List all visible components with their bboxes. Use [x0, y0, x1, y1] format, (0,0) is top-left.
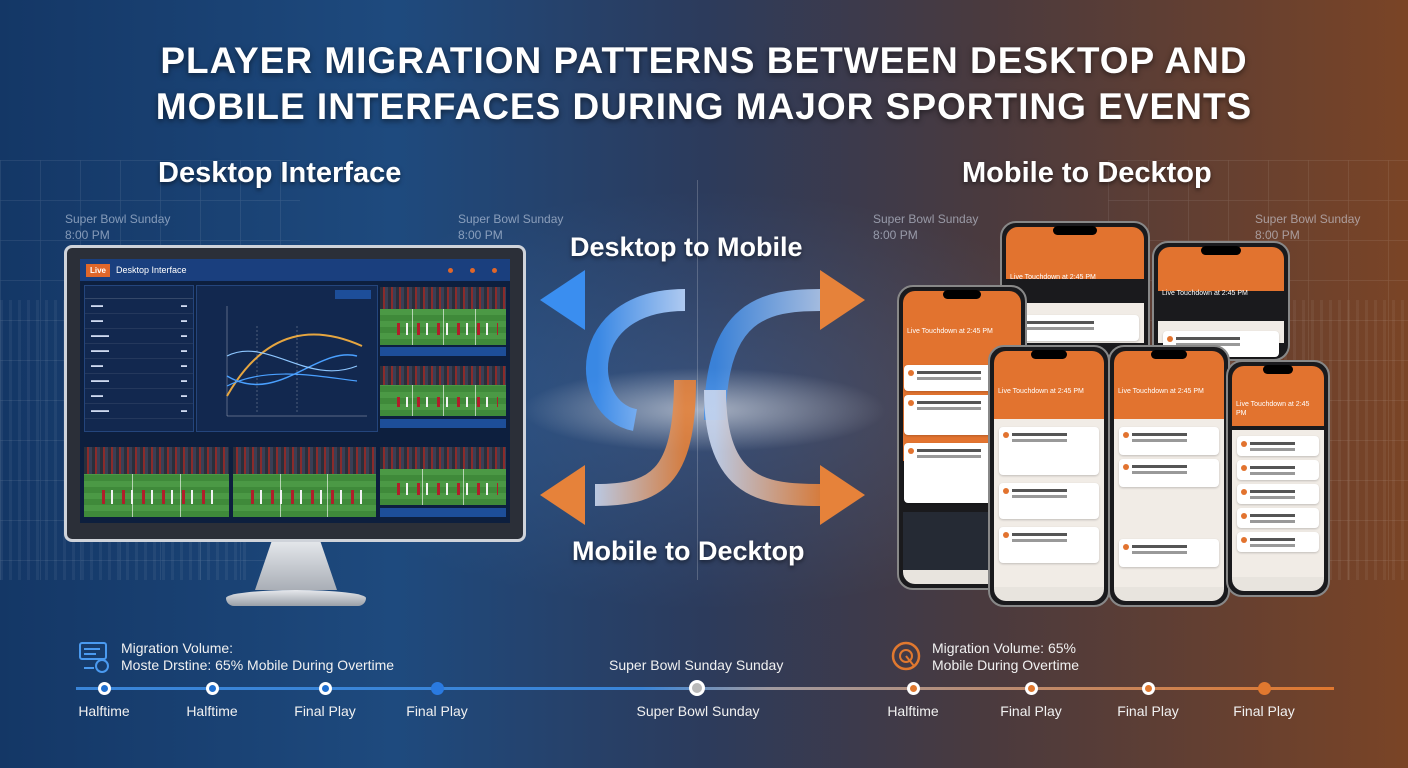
- stats-row: ▬▬▬: [85, 314, 193, 329]
- game-video-3[interactable]: [84, 447, 229, 517]
- timeline-label: Final Play: [1000, 703, 1062, 719]
- arrowhead-blue-left: [540, 270, 585, 330]
- arrowhead-orange-right: [820, 270, 865, 330]
- desktop-to-mobile-label: Desktop to Mobile: [570, 232, 803, 262]
- player-row[interactable]: [1237, 508, 1319, 528]
- migration-center-text: Super Bowl Sunday Sunday: [609, 657, 784, 673]
- player-row[interactable]: [1237, 532, 1319, 552]
- migration-card[interactable]: [999, 483, 1099, 519]
- live-badge: Live: [86, 263, 111, 277]
- desktop-app-title: Desktop Interface: [116, 265, 187, 275]
- arrow-orange-top: [704, 289, 821, 421]
- timeline-marker[interactable]: [907, 682, 920, 695]
- left-section-title: Desktop Interface: [158, 157, 402, 189]
- nav-icon[interactable]: [448, 266, 456, 275]
- timeline-label: Final Play: [1117, 703, 1179, 719]
- arrowhead-orange-left: [540, 465, 585, 525]
- desktop-screen: Live Desktop Interface ▬▬▬ ▬▬▬ ▬▬▬▬ ▬▬▬▬…: [80, 259, 510, 523]
- stats-panel: ▬▬▬ ▬▬▬ ▬▬▬▬ ▬▬▬▬ ▬▬▬ ▬▬▬▬ ▬▬▬ ▬▬▬▬: [84, 285, 194, 432]
- center-divider: [697, 180, 698, 580]
- phone-right: Live Touchdown at 2:45 PM: [1226, 360, 1330, 597]
- timeline-marker[interactable]: [206, 682, 219, 695]
- stats-row: ▬▬▬▬: [85, 374, 193, 389]
- arrow-blue-bottom: [594, 379, 696, 506]
- timeline-marker[interactable]: [1258, 682, 1271, 695]
- game-video-2[interactable]: [380, 366, 506, 416]
- phone-nav-bar[interactable]: [1232, 577, 1324, 591]
- timeline-label: Final Play: [1233, 703, 1295, 719]
- phone-center-left: Live Touchdown at 2:45 PM: [988, 345, 1110, 607]
- timeline-label: Halftime: [186, 703, 238, 719]
- video-controls-2[interactable]: [380, 419, 506, 428]
- arrow-blue-top: [586, 289, 686, 431]
- mobile-to-desktop-label: Mobile to Decktop: [572, 536, 805, 566]
- stats-row: ▬▬▬▬: [85, 329, 193, 344]
- stats-row: ▬▬▬: [85, 389, 193, 404]
- timeline-label: Super Bowl Sunday: [636, 703, 760, 719]
- nav-icon[interactable]: [470, 266, 478, 275]
- timeline-marker[interactable]: [98, 682, 111, 695]
- migration-arrows: [540, 270, 865, 525]
- timeline-marker[interactable]: [1142, 682, 1155, 695]
- migration-volume-left: Migration Volume: Moste Drstine: 65% Mob…: [121, 640, 395, 673]
- timeline-label: Halftime: [887, 703, 939, 719]
- desktop-app-header: Live Desktop Interface: [80, 259, 510, 281]
- arrowhead-orange-right-2: [820, 465, 865, 525]
- stats-row: ▬▬▬▬: [85, 344, 193, 359]
- migration-chart-panel: [196, 285, 378, 432]
- timeline-marker[interactable]: [431, 682, 444, 695]
- phone-back-2: Live Touchdown at 2:45 PM: [1152, 241, 1290, 361]
- video-controls-3[interactable]: [380, 508, 506, 517]
- stats-row: ▬▬▬: [85, 299, 193, 314]
- timeline-marker[interactable]: [319, 682, 332, 695]
- nav-icon[interactable]: [492, 266, 500, 275]
- migration-card[interactable]: [1119, 459, 1219, 487]
- player-row[interactable]: [1237, 484, 1319, 504]
- gauge-icon: [890, 640, 924, 679]
- desktop-monitor: Live Desktop Interface ▬▬▬ ▬▬▬ ▬▬▬▬ ▬▬▬▬…: [64, 245, 526, 542]
- page-title: PLAYER MIGRATION PATTERNS BETWEEN DESKTO…: [155, 40, 1253, 127]
- game-video-5[interactable]: [380, 447, 506, 505]
- game-video-1[interactable]: [380, 287, 506, 345]
- timeline-track: [76, 687, 1334, 690]
- timeline-label: Final Play: [294, 703, 356, 719]
- chart-monitor-icon: [78, 640, 112, 679]
- migration-card[interactable]: [1119, 427, 1219, 455]
- timeline-label: Halftime: [78, 703, 130, 719]
- player-row[interactable]: [1237, 436, 1319, 456]
- chart-filter-button[interactable]: [335, 290, 371, 299]
- player-row[interactable]: [1237, 460, 1319, 480]
- right-section-title: Mobile to Decktop: [962, 157, 1212, 189]
- monitor-base: [226, 590, 366, 606]
- stats-row: ▬▬▬▬: [85, 404, 193, 419]
- migration-volume-right: Migration Volume: 65% Mobile During Over…: [932, 640, 1080, 673]
- timeline-label: Final Play: [406, 703, 468, 719]
- stats-row: ▬▬▬: [85, 359, 193, 374]
- timeline-marker[interactable]: [1025, 682, 1038, 695]
- migration-card[interactable]: [1119, 539, 1219, 567]
- phone-nav-bar[interactable]: [994, 587, 1104, 601]
- game-video-4[interactable]: [233, 447, 376, 517]
- phone-back-1: Live Touchdown at 2:45 PM: [1000, 221, 1150, 361]
- video-controls-1[interactable]: [380, 347, 506, 356]
- migration-card[interactable]: [999, 427, 1099, 475]
- arrow-orange-bottom: [704, 389, 821, 506]
- migration-flow-chart: [226, 306, 367, 417]
- phone-center-right: Live Touchdown at 2:45 PM: [1108, 345, 1230, 607]
- migration-card[interactable]: [999, 527, 1099, 563]
- phone-nav-bar[interactable]: [1114, 587, 1224, 601]
- header-icons: [448, 266, 500, 275]
- timeline-marker-center[interactable]: [689, 680, 705, 696]
